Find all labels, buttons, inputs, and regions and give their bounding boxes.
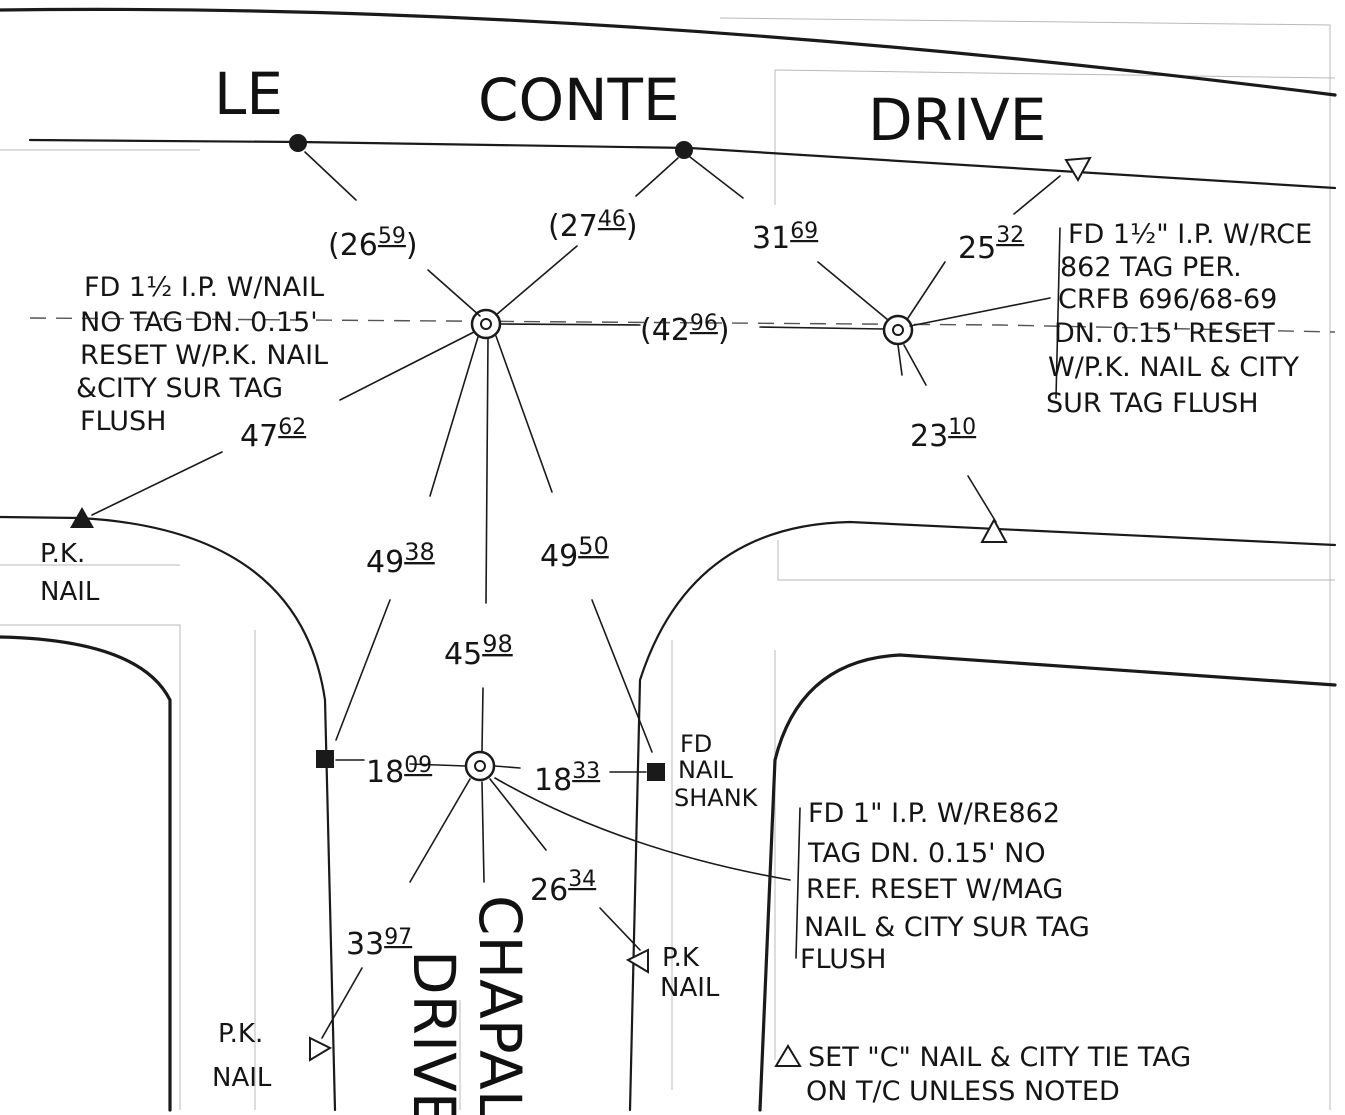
note-pk-nail-left: P.K. NAIL bbox=[40, 539, 100, 607]
svg-text:862 TAG PER.: 862 TAG PER. bbox=[1060, 252, 1242, 283]
svg-text:DN. 0.15' RESET: DN. 0.15' RESET bbox=[1054, 318, 1275, 349]
measurement-1833: 1833 bbox=[534, 759, 600, 798]
svg-text:2634: 2634 bbox=[530, 867, 596, 908]
svg-text:RESET W/P.K. NAIL: RESET W/P.K. NAIL bbox=[80, 340, 328, 371]
svg-text:4762: 4762 bbox=[240, 415, 306, 454]
svg-text:&CITY SUR TAG: &CITY SUR TAG bbox=[76, 373, 283, 404]
svg-text:NAIL & CITY SUR TAG: NAIL & CITY SUR TAG bbox=[804, 912, 1090, 943]
svg-text:REF. RESET W/MAG: REF. RESET W/MAG bbox=[806, 874, 1063, 905]
triangle-filled-pk-nail-icon bbox=[70, 507, 94, 528]
note-left-monument: FD 1½ I.P. W/NAIL NO TAG DN. 0.15' RESET… bbox=[76, 272, 328, 437]
square-nail-right-icon bbox=[647, 763, 665, 781]
monument-lower-icon bbox=[464, 750, 496, 782]
svg-text:SUR TAG FLUSH: SUR TAG FLUSH bbox=[1046, 388, 1259, 419]
svg-text:P.K: P.K bbox=[662, 943, 700, 973]
measurement-2659: (2659) bbox=[328, 224, 418, 263]
triangle-icon bbox=[774, 1044, 802, 1067]
svg-text:1809: 1809 bbox=[366, 753, 432, 790]
note-pk-nail-bottom-left: P.K. NAIL bbox=[212, 1019, 272, 1093]
note-pk-nail-bottom-mid: P.K NAIL bbox=[660, 943, 720, 1003]
svg-text:SHANK: SHANK bbox=[674, 784, 759, 812]
tie-lines bbox=[91, 151, 1061, 1039]
svg-text:4938: 4938 bbox=[366, 538, 435, 580]
svg-text:P.K.: P.K. bbox=[218, 1019, 263, 1049]
measurement-3169: 3169 bbox=[752, 219, 818, 256]
svg-text:3397: 3397 bbox=[346, 925, 412, 962]
measurement-2746: (2746) bbox=[548, 207, 638, 244]
filled-dot-left-icon bbox=[289, 134, 307, 152]
filled-dot-center-icon bbox=[675, 141, 693, 159]
note-lower-monument: FD 1" I.P. W/RE862 TAG DN. 0.15' NO REF.… bbox=[800, 798, 1090, 975]
street-label-chapala: CHAPALA bbox=[466, 895, 534, 1115]
svg-text:(2746): (2746) bbox=[548, 207, 638, 244]
svg-text:FD: FD bbox=[680, 730, 712, 758]
svg-text:FD 1½ I.P. W/NAIL: FD 1½ I.P. W/NAIL bbox=[84, 272, 324, 303]
svg-text:NAIL: NAIL bbox=[40, 577, 100, 607]
triangle-bottom-mid-icon bbox=[625, 948, 649, 974]
measurement-4762: 4762 bbox=[240, 415, 306, 454]
svg-text:FLUSH: FLUSH bbox=[80, 406, 166, 437]
svg-text:(2659): (2659) bbox=[328, 224, 418, 263]
svg-text:4598: 4598 bbox=[444, 630, 513, 672]
svg-text:NAIL: NAIL bbox=[660, 973, 720, 1003]
road-curbs bbox=[0, 7, 1337, 1112]
street-label-drive: DRIVE bbox=[868, 86, 1046, 154]
svg-text:FD 1½" I.P. W/RCE: FD 1½" I.P. W/RCE bbox=[1068, 219, 1312, 250]
measurement-2310: 2310 bbox=[910, 415, 976, 454]
svg-text:3169: 3169 bbox=[752, 219, 818, 256]
street-label-chapala-drive: DRIVE bbox=[400, 950, 468, 1115]
legend-line-2: ON T/C UNLESS NOTED bbox=[806, 1076, 1120, 1107]
legend-line-1: SET "C" NAIL & CITY TIE TAG bbox=[808, 1042, 1191, 1073]
measurement-3397: 3397 bbox=[346, 925, 412, 962]
note-fd-nail-shank: FD NAIL SHANK bbox=[674, 730, 759, 812]
svg-text:2310: 2310 bbox=[910, 415, 976, 454]
street-label-conte: CONTE bbox=[478, 66, 680, 134]
measurement-2634: 2634 bbox=[530, 867, 596, 908]
svg-text:W/P.K. NAIL & CITY: W/P.K. NAIL & CITY bbox=[1048, 352, 1300, 383]
svg-text:2532: 2532 bbox=[958, 223, 1024, 266]
svg-text:NO TAG DN. 0.15': NO TAG DN. 0.15' bbox=[80, 307, 318, 338]
legend: SET "C" NAIL & CITY TIE TAG ON T/C UNLES… bbox=[774, 1042, 1191, 1107]
svg-text:NAIL: NAIL bbox=[678, 756, 733, 784]
svg-text:4950: 4950 bbox=[540, 532, 609, 574]
triangle-right-curb-icon bbox=[980, 517, 1008, 543]
svg-text:FLUSH: FLUSH bbox=[800, 944, 886, 975]
svg-text:TAG DN. 0.15' NO: TAG DN. 0.15' NO bbox=[807, 838, 1046, 869]
note-right-monument: FD 1½" I.P. W/RCE 862 TAG PER. CRFB 696/… bbox=[1046, 219, 1312, 419]
svg-text:FD 1" I.P. W/RE862: FD 1" I.P. W/RE862 bbox=[808, 798, 1060, 829]
background-lot-lines bbox=[0, 17, 1336, 1110]
monument-right-icon bbox=[882, 314, 914, 346]
measurement-4598: 4598 bbox=[444, 630, 513, 672]
svg-text:(4296): (4296) bbox=[640, 311, 730, 348]
street-label-le: LE bbox=[214, 60, 283, 128]
measurement-1809: 1809 bbox=[366, 753, 432, 790]
svg-text:CRFB 696/68-69: CRFB 696/68-69 bbox=[1058, 284, 1277, 315]
measurement-4296: (4296) bbox=[640, 311, 730, 348]
svg-text:NAIL: NAIL bbox=[212, 1063, 272, 1093]
measurement-2532: 2532 bbox=[958, 223, 1024, 266]
svg-text:1833: 1833 bbox=[534, 759, 600, 798]
triangle-top-right-icon bbox=[1064, 156, 1092, 183]
measurement-4938: 4938 bbox=[366, 538, 435, 580]
measurement-4950: 4950 bbox=[540, 532, 609, 574]
square-nail-left-icon bbox=[316, 750, 334, 768]
triangle-bottom-left-icon bbox=[309, 1036, 333, 1062]
svg-text:P.K.: P.K. bbox=[40, 539, 85, 569]
